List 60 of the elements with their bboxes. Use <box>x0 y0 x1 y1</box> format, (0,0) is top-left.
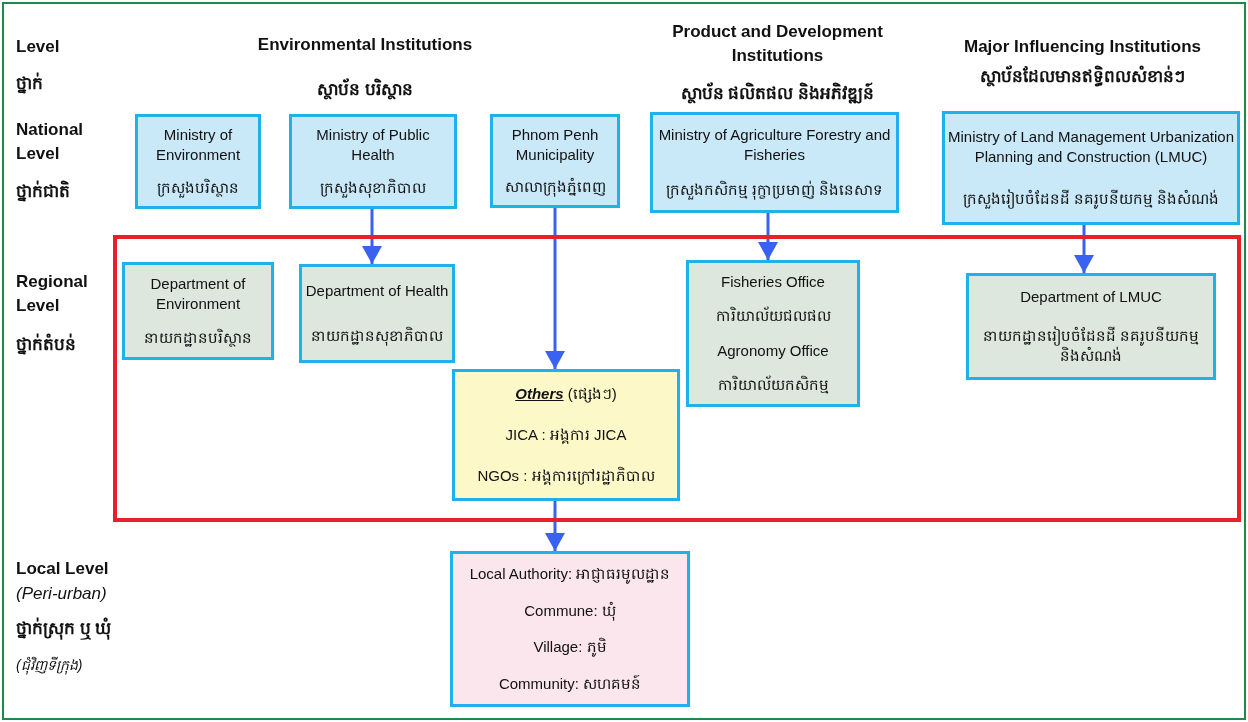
level-label: National Level <box>16 119 85 165</box>
level-label: Level <box>16 36 61 58</box>
column-heading: ស្ថាប័ន ផលិតផល និងអភិវឌ្ឍន៍ <box>679 82 876 106</box>
box-text: NGOs : អង្គការក្រៅរដ្ឋាភិបាល <box>477 465 655 486</box>
column-heading: Major Influencing Institutions <box>962 36 1202 58</box>
column-heading: ស្ថាប័ន បរិស្ថាន <box>316 78 414 102</box>
region-frame <box>113 235 1241 522</box>
level-label: Local Level <box>16 558 110 580</box>
box-text: សាលាក្រុងភ្នំពេញ <box>504 177 606 197</box>
arrow <box>362 209 382 264</box>
institution-box <box>450 551 690 707</box>
box-text: Others (ផ្សេងៗ) <box>515 384 617 405</box>
box-text: ក្រសួងកសិកម្ម រុក្ខាប្រមាញ់ និងនេសាទ <box>665 180 884 201</box>
box-text: Commune: ឃុំ <box>524 600 616 621</box>
institution-box <box>122 262 274 360</box>
arrow <box>1074 225 1094 273</box>
box-text: Department of LMUC <box>1020 287 1162 308</box>
level-note: (ជុំវិញទីក្រុង) <box>16 655 84 677</box>
column-heading: Product and Development Institutions <box>671 21 884 67</box>
box-text: នាយកដ្ឋានសុខាភិបាល <box>311 325 443 346</box>
box-text: Agronomy Office <box>717 340 829 361</box>
box-text: Ministry of Public Health <box>315 125 431 166</box>
institution-box <box>452 369 680 501</box>
level-label: ថ្នាក់ស្រុក ឬ ឃុំ <box>16 617 113 641</box>
box-text: Community: សហគមន៍ <box>498 673 642 694</box>
box-text: ការិយាល័យជលផល <box>715 306 831 327</box>
box-text: Fisheries Office <box>721 272 825 293</box>
arrow <box>545 501 565 551</box>
level-label: ថ្នាក់តំបន់ <box>16 333 77 357</box>
box-text: Ministry of Environment <box>154 125 242 166</box>
box-text: Department of Environment <box>149 274 247 314</box>
institution-box <box>966 273 1216 380</box>
institution-box <box>135 114 261 209</box>
box-text: នាយកដ្ឋានរៀបចំដែនដី នគរូបនីយកម្ម និងសំណង់ <box>981 325 1201 366</box>
box-text: Phnom Penh Municipality <box>510 125 600 165</box>
box-text: Department of Health <box>305 281 449 302</box>
box-text: ការិយាល័យកសិកម្ម <box>717 374 829 395</box>
arrow <box>545 208 565 369</box>
box-text: ក្រសួងរៀបចំដែនដី នគរូបនីយកម្ម និងសំណង់ <box>962 189 1220 209</box>
arrow <box>758 213 778 260</box>
box-text: នាយកដ្ឋានបរិស្ថាន <box>144 328 252 348</box>
box-text: Ministry of Land Management Urbanization Planning and Construction (LMUC) <box>948 127 1234 167</box>
institution-box <box>299 264 455 363</box>
institution-box <box>650 112 899 213</box>
level-note: (Peri-urban) <box>16 583 108 605</box>
institution-box <box>686 260 860 407</box>
box-text: ក្រសួងសុខាភិបាល <box>320 177 426 198</box>
level-label: ថ្នាក់ជាតិ <box>16 180 71 204</box>
box-text: ក្រសួងបរិស្ថាន <box>157 177 239 198</box>
box-text: Local Authority: អាជ្ញាធរមូលដ្ឋាន <box>469 564 671 585</box>
institution-box <box>942 111 1240 225</box>
box-text: Village: ភូមិ <box>533 637 607 658</box>
column-heading: ស្ថាប័នដែលមានឥទ្ធិពលសំខាន់ៗ <box>979 65 1186 89</box>
level-label: ថ្នាក់ <box>16 72 44 96</box>
institution-box <box>490 114 620 208</box>
box-text: JICA : អង្គការ JICA <box>505 425 627 445</box>
column-heading: Environmental Institutions <box>256 34 474 56</box>
level-label: Regional Level <box>16 271 89 317</box>
box-text: Ministry of Agriculture Forestry and Fisheries <box>657 124 892 165</box>
institution-box <box>289 114 457 209</box>
